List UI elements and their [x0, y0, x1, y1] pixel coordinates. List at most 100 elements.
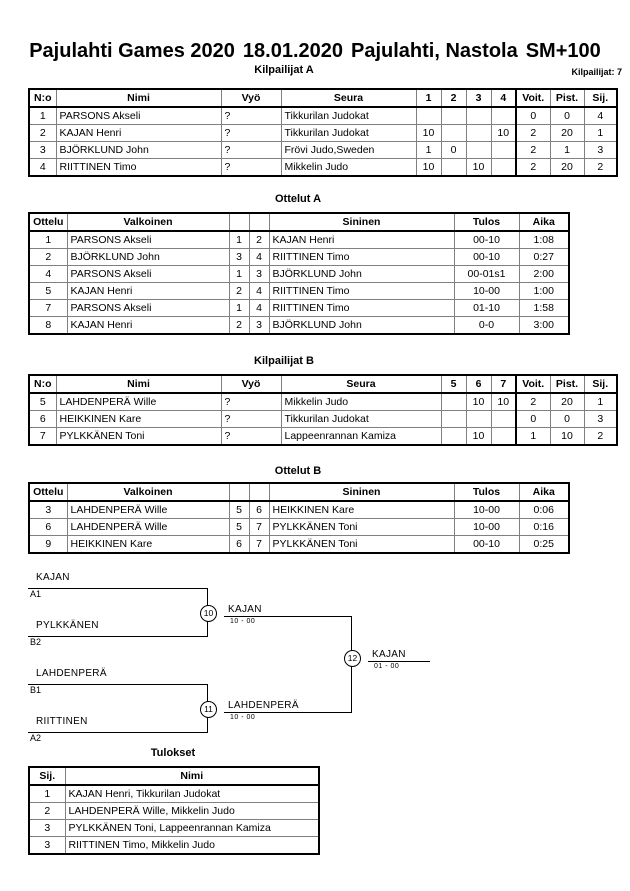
col-m7: 7 — [490, 375, 517, 394]
pool-b-table: N:o Nimi Vyö Seura 5 6 7 Voit. Pist. Sij… — [28, 374, 618, 446]
cell-points: 1 — [549, 141, 585, 159]
table-row: 8 KAJAN Henri 2 3 BJÖRKLUND John 0-0 3:0… — [29, 316, 569, 334]
cell-belt: ? — [220, 410, 282, 428]
cell-time: 2:00 — [518, 265, 569, 283]
col-aika: Aika — [518, 483, 569, 502]
cell-belt: ? — [220, 392, 282, 411]
col-blue-no — [248, 213, 270, 232]
cell-result: 10-00 — [453, 282, 520, 300]
cell-blue-no: 2 — [248, 230, 270, 249]
cell-name: LAHDENPERÄ Wille, Mikkelin Judo — [64, 802, 319, 820]
cell-white-no: 5 — [228, 518, 250, 536]
cell-m7: 10 — [490, 392, 517, 411]
cell-blue-no: 3 — [248, 265, 270, 283]
bracket-line-node-11 — [224, 712, 352, 713]
bracket-line-entry-2 — [28, 636, 208, 637]
cell-no: 5 — [29, 392, 57, 411]
cell-result: 00-10 — [453, 230, 520, 249]
col-m2: 2 — [440, 89, 467, 108]
cell-wins: 0 — [515, 106, 551, 125]
cell-white: KAJAN Henri — [66, 282, 230, 300]
results-table: Sij. Nimi 1 KAJAN Henri, Tikkurilan Judo… — [28, 766, 320, 855]
bracket-entry-seed: A1 — [30, 589, 42, 599]
cell-m5 — [440, 410, 467, 428]
cell-no: 1 — [29, 106, 57, 125]
bracket-node-11: 11 — [200, 701, 217, 718]
cell-white: BJÖRKLUND John — [66, 248, 230, 266]
cell-wins: 2 — [515, 124, 551, 142]
cell-rank: 2 — [583, 427, 617, 445]
caption-tulokset: Tulokset — [150, 747, 196, 759]
table-row: 6 HEIKKINEN Kare ? Tikkurilan Judokat 0 … — [29, 410, 617, 428]
cell-result: 00-10 — [453, 248, 520, 266]
cell-time: 0:16 — [518, 518, 569, 536]
col-valkoinen: Valkoinen — [66, 213, 230, 232]
cell-rank: 4 — [583, 106, 617, 125]
cell-name: KAJAN Henri — [55, 124, 222, 142]
cell-wins: 0 — [515, 410, 551, 428]
cell-club: Lappeenrannan Kamiza — [280, 427, 442, 445]
caption-ottelut-a: Ottelut A — [274, 193, 322, 205]
cell-result: 00-10 — [453, 535, 520, 553]
bracket-entry-name: PYLKKÄNEN — [36, 620, 99, 631]
cell-time: 0:06 — [518, 500, 569, 519]
bracket-node-12: 12 — [344, 650, 361, 667]
table-header-row: Ottelu Valkoinen Sininen Tulos Aika — [29, 213, 569, 232]
col-seura: Seura — [280, 89, 417, 108]
table-row: 1 KAJAN Henri, Tikkurilan Judokat — [29, 784, 319, 803]
matches-a-table: Ottelu Valkoinen Sininen Tulos Aika 1 PA… — [28, 212, 570, 335]
cell-blue-no: 3 — [248, 316, 270, 334]
cell-blue: HEIKKINEN Kare — [268, 500, 455, 519]
cell-blue-no: 7 — [248, 518, 270, 536]
col-white-no — [228, 213, 250, 232]
cell-rank: 3 — [29, 819, 66, 837]
cell-white-no: 1 — [228, 265, 250, 283]
cell-belt: ? — [220, 427, 282, 445]
cell-match-no: 8 — [29, 316, 68, 334]
cell-blue: PYLKKÄNEN Toni — [268, 535, 455, 553]
cell-wins: 1 — [515, 427, 551, 445]
table-row: 7 PYLKKÄNEN Toni ? Lappeenrannan Kamiza … — [29, 427, 617, 445]
cell-points: 20 — [549, 392, 585, 411]
cell-white-no: 1 — [228, 299, 250, 317]
cell-white: PARSONS Akseli — [66, 299, 230, 317]
cell-belt: ? — [220, 124, 282, 142]
caption-kilpailijat-b: Kilpailijat B — [254, 355, 314, 367]
table-header-row: Sij. Nimi — [29, 767, 319, 786]
table-row: 9 HEIKKINEN Kare 6 7 PYLKKÄNEN Toni 00-1… — [29, 535, 569, 553]
cell-white: HEIKKINEN Kare — [66, 535, 230, 553]
cell-m1: 10 — [415, 158, 442, 176]
cell-m3 — [465, 106, 492, 125]
cell-m6 — [465, 410, 492, 428]
cell-time: 3:00 — [518, 316, 569, 334]
cell-blue: PYLKKÄNEN Toni — [268, 518, 455, 536]
cell-wins: 2 — [515, 392, 551, 411]
cell-name: KAJAN Henri, Tikkurilan Judokat — [64, 784, 319, 803]
cell-blue: BJÖRKLUND John — [268, 265, 455, 283]
pool-a-table: N:o Nimi Vyö Seura 1 2 3 4 Voit. Pist. S… — [28, 88, 618, 177]
cell-no: 2 — [29, 124, 57, 142]
cell-match-no: 7 — [29, 299, 68, 317]
col-no: N:o — [29, 375, 57, 394]
col-sij: Sij. — [29, 767, 66, 786]
col-nimi: Nimi — [55, 89, 222, 108]
col-sininen: Sininen — [268, 213, 455, 232]
cell-m4: 10 — [490, 124, 517, 142]
event-category: SM+100 — [525, 40, 601, 62]
cell-points: 10 — [549, 427, 585, 445]
cell-rank: 3 — [583, 141, 617, 159]
cell-m4 — [490, 158, 517, 176]
cell-m6: 10 — [465, 392, 492, 411]
cell-m4 — [490, 141, 517, 159]
cell-blue: BJÖRKLUND John — [268, 316, 455, 334]
cell-m7 — [490, 427, 517, 445]
cell-white-no: 2 — [228, 316, 250, 334]
final-bracket: KAJAN A1 PYLKKÄNEN B2 10 KAJAN 10 - 00 L… — [0, 560, 630, 743]
bracket-node-winner: LAHDENPERÄ — [228, 700, 299, 711]
col-voit: Voit. — [515, 89, 551, 108]
cell-result: 01-10 — [453, 299, 520, 317]
cell-club: Tikkurilan Judokat — [280, 410, 442, 428]
cell-club: Tikkurilan Judokat — [280, 124, 417, 142]
cell-result: 0-0 — [453, 316, 520, 334]
table-row: 3 RIITTINEN Timo, Mikkelin Judo — [29, 836, 319, 854]
